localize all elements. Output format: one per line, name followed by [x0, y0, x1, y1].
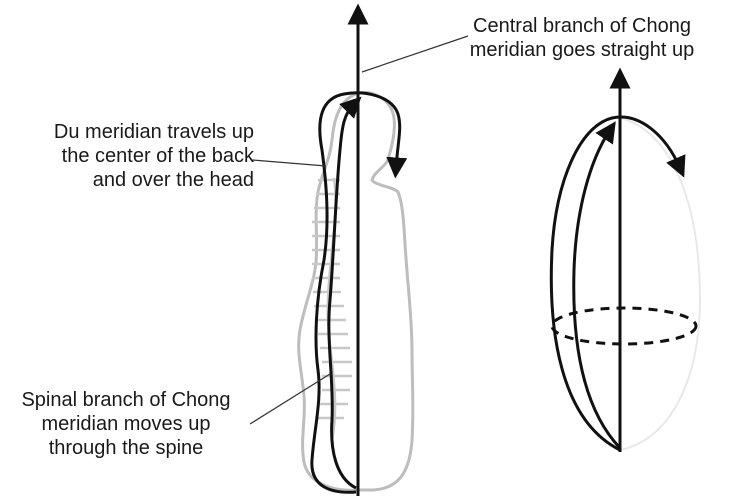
- schematic-belt-ellipse: [550, 306, 698, 346]
- schematic-outer-curve: [549, 115, 686, 452]
- du-meridian-path: [310, 91, 408, 494]
- label-du-line-3: and over the head: [92, 169, 254, 191]
- leader-du: [251, 159, 327, 167]
- label-du-line-2: the center of the back: [61, 145, 254, 167]
- schematic-inner-curve: [572, 121, 622, 450]
- schematic-faint-outline: [619, 117, 702, 451]
- spinal-branch-path: [327, 96, 362, 490]
- label-spinal-line-2: meridian moves up: [41, 413, 211, 435]
- label-spinal-line-3: through the spine: [48, 437, 204, 459]
- label-du-line-1: Du meridian travels up: [53, 121, 254, 143]
- leader-central: [361, 35, 469, 73]
- label-spinal-line-1: Spinal branch of Chong: [21, 389, 231, 411]
- label-du-meridian: Du meridian travels up the center of the…: [14, 120, 254, 192]
- label-central-branch: Central branch of Chong meridian goes st…: [432, 14, 729, 62]
- label-spinal-branch: Spinal branch of Chong meridian moves up…: [6, 388, 246, 460]
- label-central-line-1: Central branch of Chong: [473, 15, 691, 37]
- leader-spinal: [249, 373, 331, 425]
- label-central-line-2: meridian goes straight up: [469, 39, 695, 61]
